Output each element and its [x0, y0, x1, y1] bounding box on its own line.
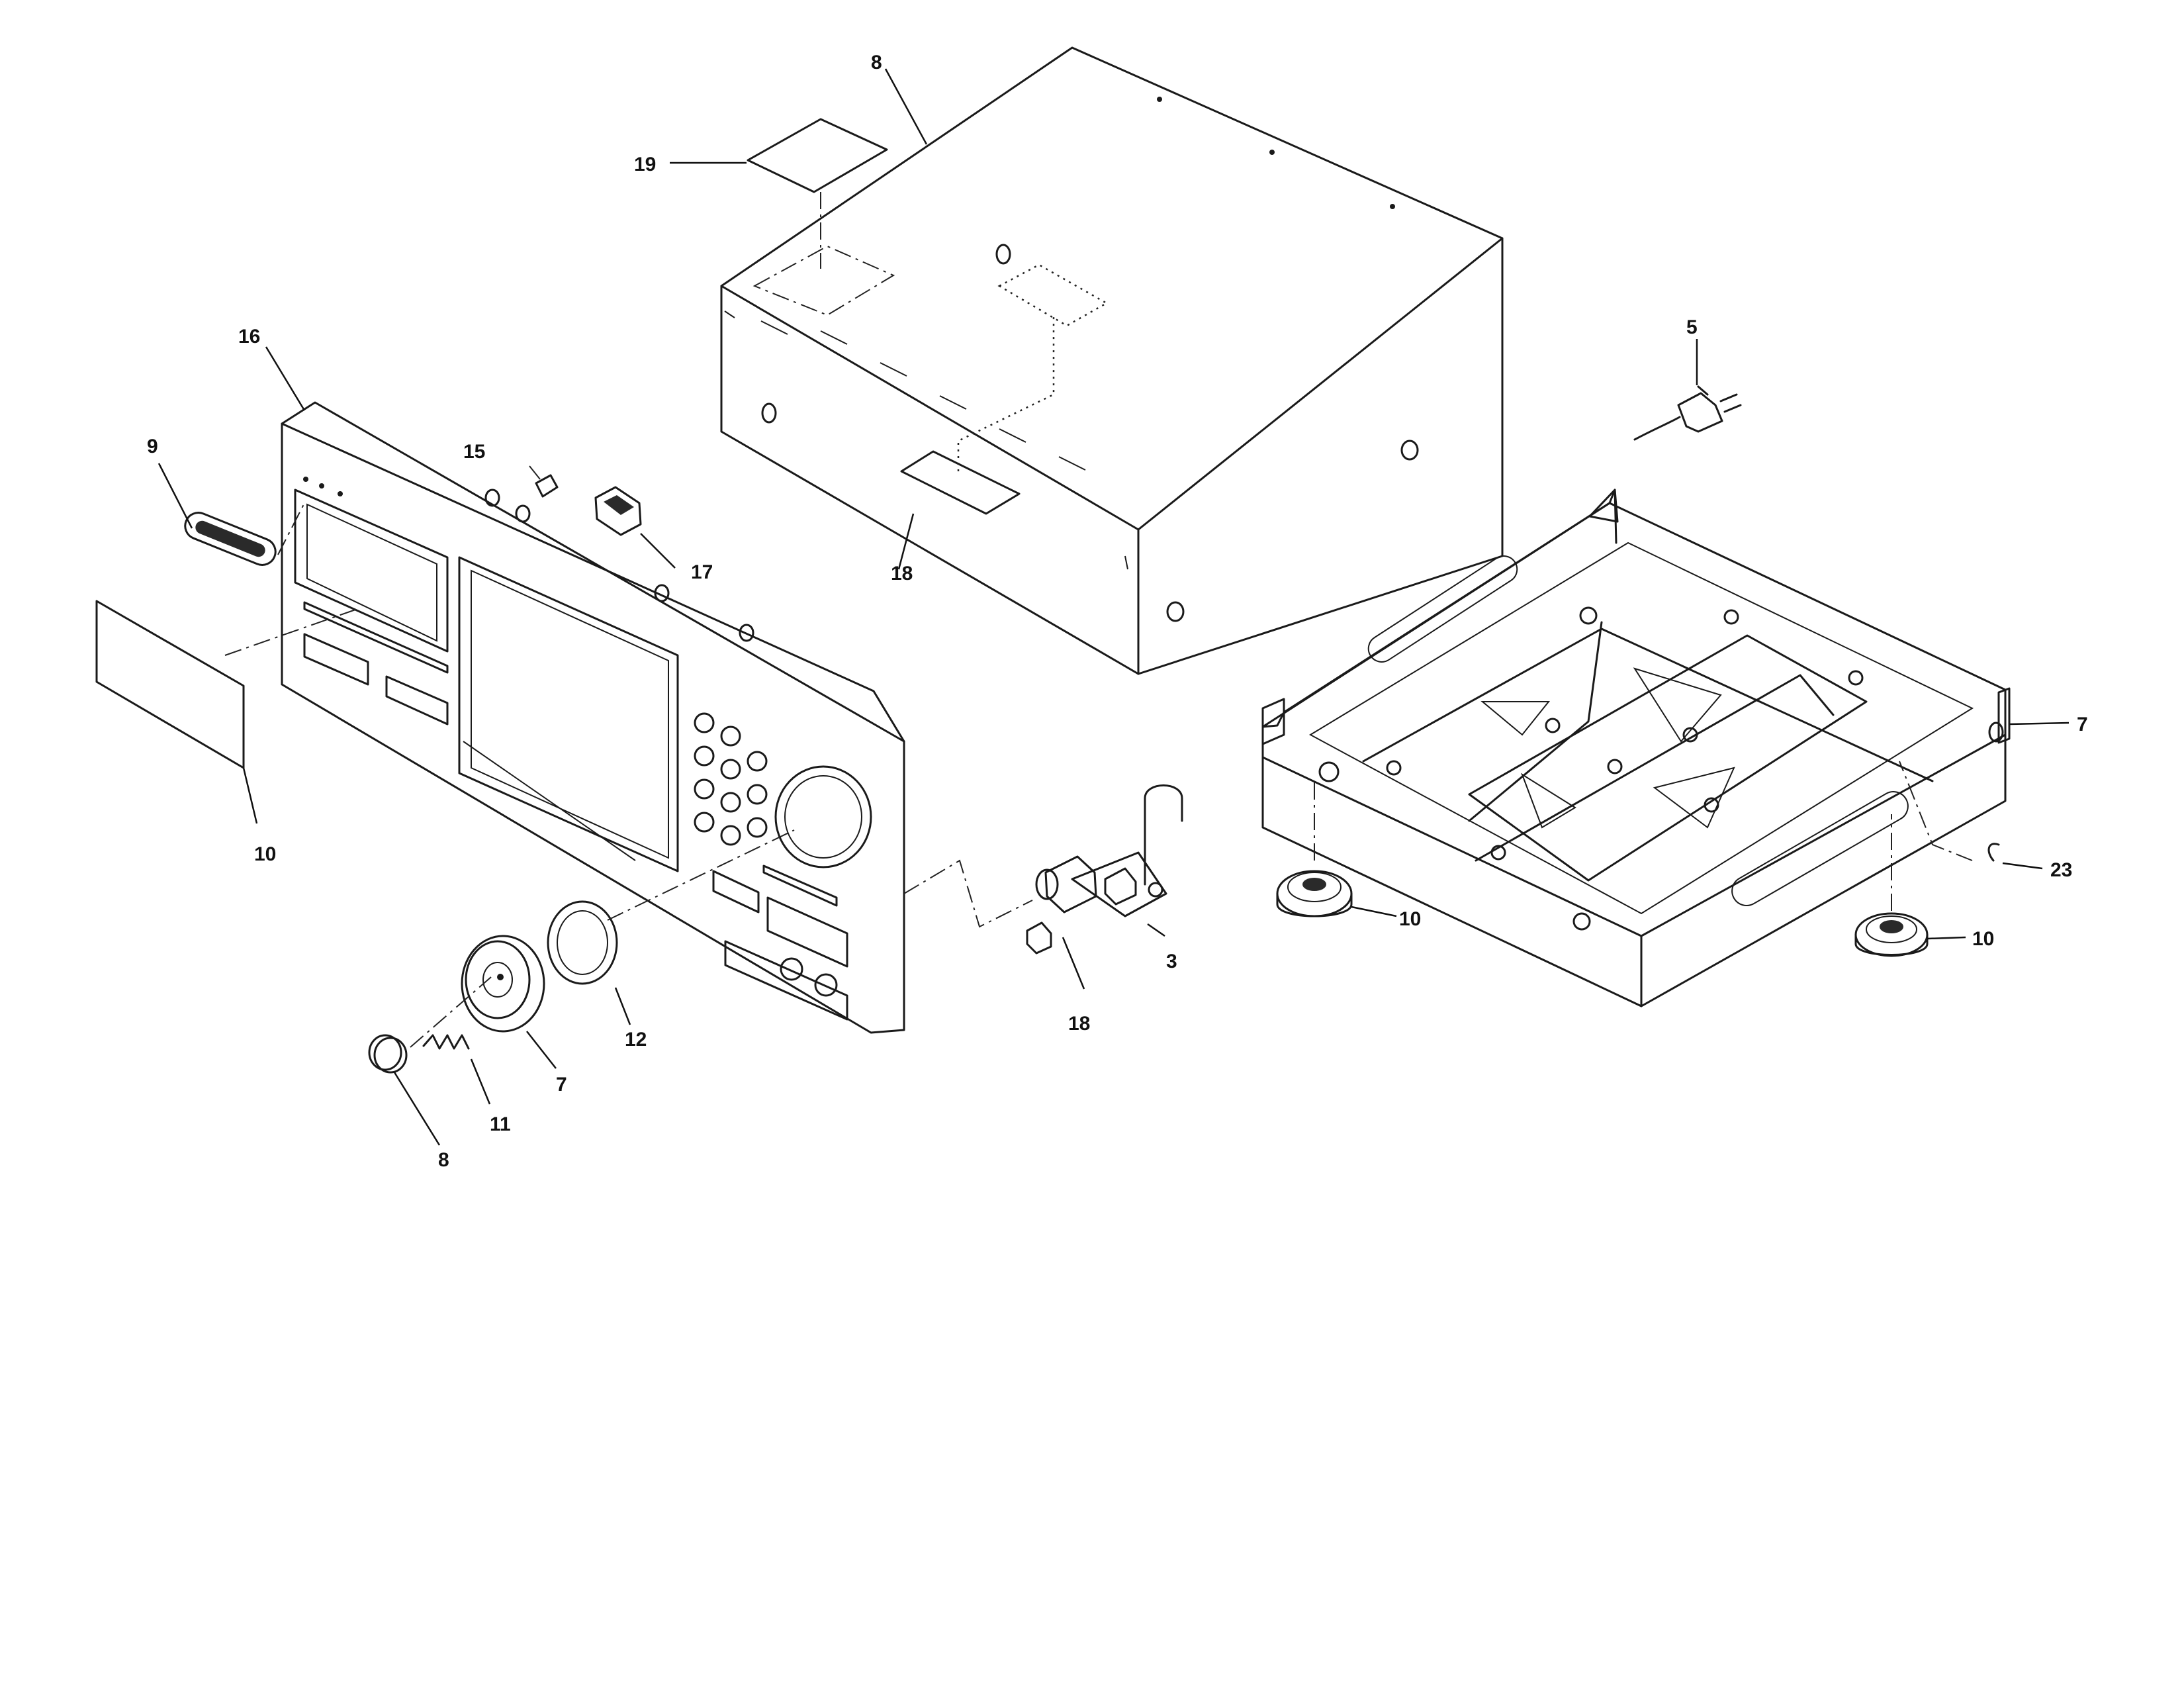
callout-foot-left: 10	[1399, 908, 1421, 930]
callout-tray-window: 10	[254, 843, 276, 865]
clip-23	[1899, 761, 2043, 870]
callout-pcb: 3	[1166, 951, 1177, 972]
power-cord	[1633, 339, 1742, 441]
tray-window	[95, 600, 358, 824]
callout-top-label-sticker: 19	[634, 154, 656, 175]
callout-ring: 12	[625, 1029, 647, 1051]
callout-foot-right: 10	[1972, 928, 1994, 950]
callout-button-15: 15	[463, 441, 485, 463]
leader-lines	[158, 68, 1165, 1146]
rating-sticker	[900, 315, 1055, 515]
callout-switch-17: 17	[691, 561, 713, 583]
keypad	[694, 712, 768, 846]
callout-power-cord: 5	[1686, 316, 1698, 338]
callout-knob-button: 8	[438, 1149, 449, 1171]
callout-front-panel: 16	[238, 326, 260, 348]
callout-chassis-bracket: 7	[2077, 714, 2088, 735]
pcb-assembly	[903, 784, 1183, 955]
callouts: 8 19 16 9 15 17 10 18 5 7 23 10 10 3 18 …	[147, 52, 2088, 1171]
callout-clip-23: 23	[2050, 859, 2072, 881]
callout-rating-sticker: 18	[891, 563, 913, 585]
callout-badge: 9	[147, 436, 158, 457]
top-cover	[720, 46, 1504, 675]
callout-spring: 11	[490, 1113, 511, 1135]
callout-knob-cap: 18	[1068, 1013, 1090, 1035]
callout-top-cover: 8	[871, 52, 882, 73]
callout-knob: 7	[556, 1074, 567, 1096]
badge-emblem	[184, 502, 305, 566]
knob-assembly	[368, 829, 795, 1074]
top-label-sticker	[747, 118, 888, 269]
foot-right	[1854, 814, 1966, 957]
front-panel	[281, 401, 905, 1034]
foot-left	[1276, 781, 1397, 917]
switch-17	[594, 486, 676, 569]
button-15	[529, 465, 559, 498]
chassis	[1261, 489, 2070, 1007]
